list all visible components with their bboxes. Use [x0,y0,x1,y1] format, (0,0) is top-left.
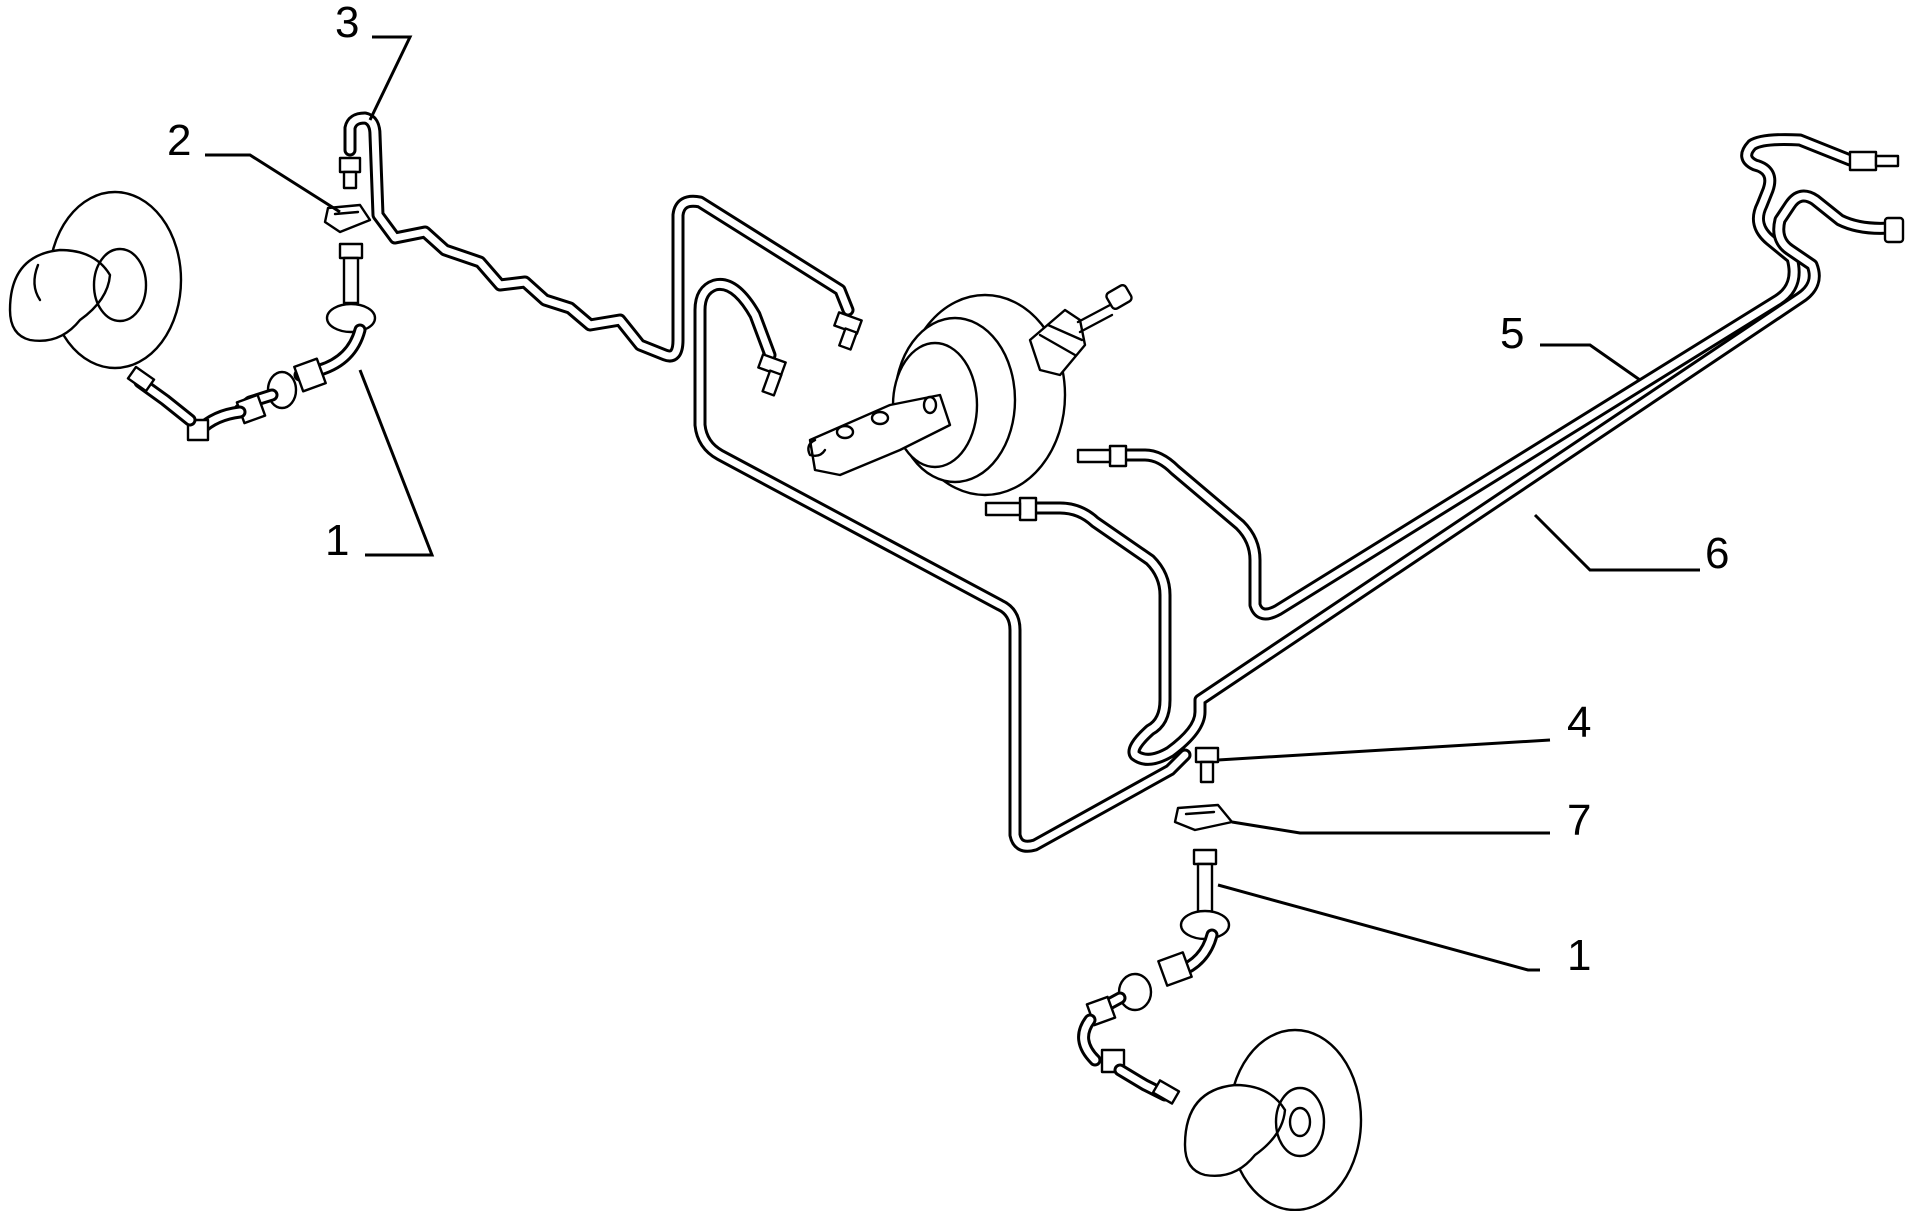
left-brake-disc [8,190,183,370]
callout-4: 4 [1567,698,1591,747]
left-retaining-clip [323,203,372,234]
callout-1-left: 1 [325,516,349,565]
right-retaining-clip [1173,803,1234,832]
callout-6: 6 [1705,529,1729,578]
callout-3: 3 [335,0,359,47]
pipe-fittings [338,150,1905,784]
brake-servo-and-master-cylinder [807,283,1133,497]
leader-lines [205,35,1700,972]
right-flexible-hose [1077,848,1231,1105]
callout-7: 7 [1567,796,1591,845]
left-flexible-hose [126,242,377,442]
right-front-brake-pipe [693,277,1192,853]
callout-1-right: 1 [1567,931,1591,980]
callout-labels: 3 2 1 5 6 4 7 1 [167,0,1729,980]
left-front-brake-pipe [343,111,855,363]
right-brake-disc [1183,1028,1363,1211]
rear-brake-pipe-upper [1113,133,1857,621]
callout-2: 2 [167,116,191,165]
callout-5: 5 [1500,309,1524,358]
rear-brake-pipe-lower [1023,189,1897,766]
